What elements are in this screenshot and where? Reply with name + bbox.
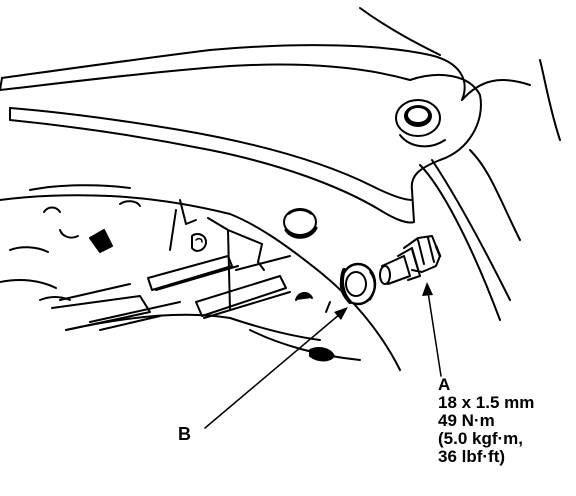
callout-a-label: A 18 x 1.5 mm 49 N·m (5.0 kgf·m, 36 lbf·…	[438, 376, 534, 466]
callout-a-letter: A	[438, 375, 451, 394]
torque-lbfft-text: 36 lbf·ft)	[438, 447, 506, 466]
lower-case	[0, 184, 401, 371]
callout-b-label: B	[178, 424, 191, 444]
bolt-size-text: 18 x 1.5 mm	[438, 393, 535, 412]
leader-b	[204, 307, 348, 429]
torque-kgfm-text: (5.0 kgf·m,	[438, 429, 524, 448]
drain-bolt	[379, 235, 442, 285]
upper-boss	[395, 99, 446, 148]
sealing-washer	[339, 262, 377, 306]
center-plug	[283, 208, 318, 239]
torque-nm-text: 49 N·m	[438, 411, 495, 430]
upper-housing	[0, 7, 561, 321]
leader-a	[422, 282, 442, 377]
